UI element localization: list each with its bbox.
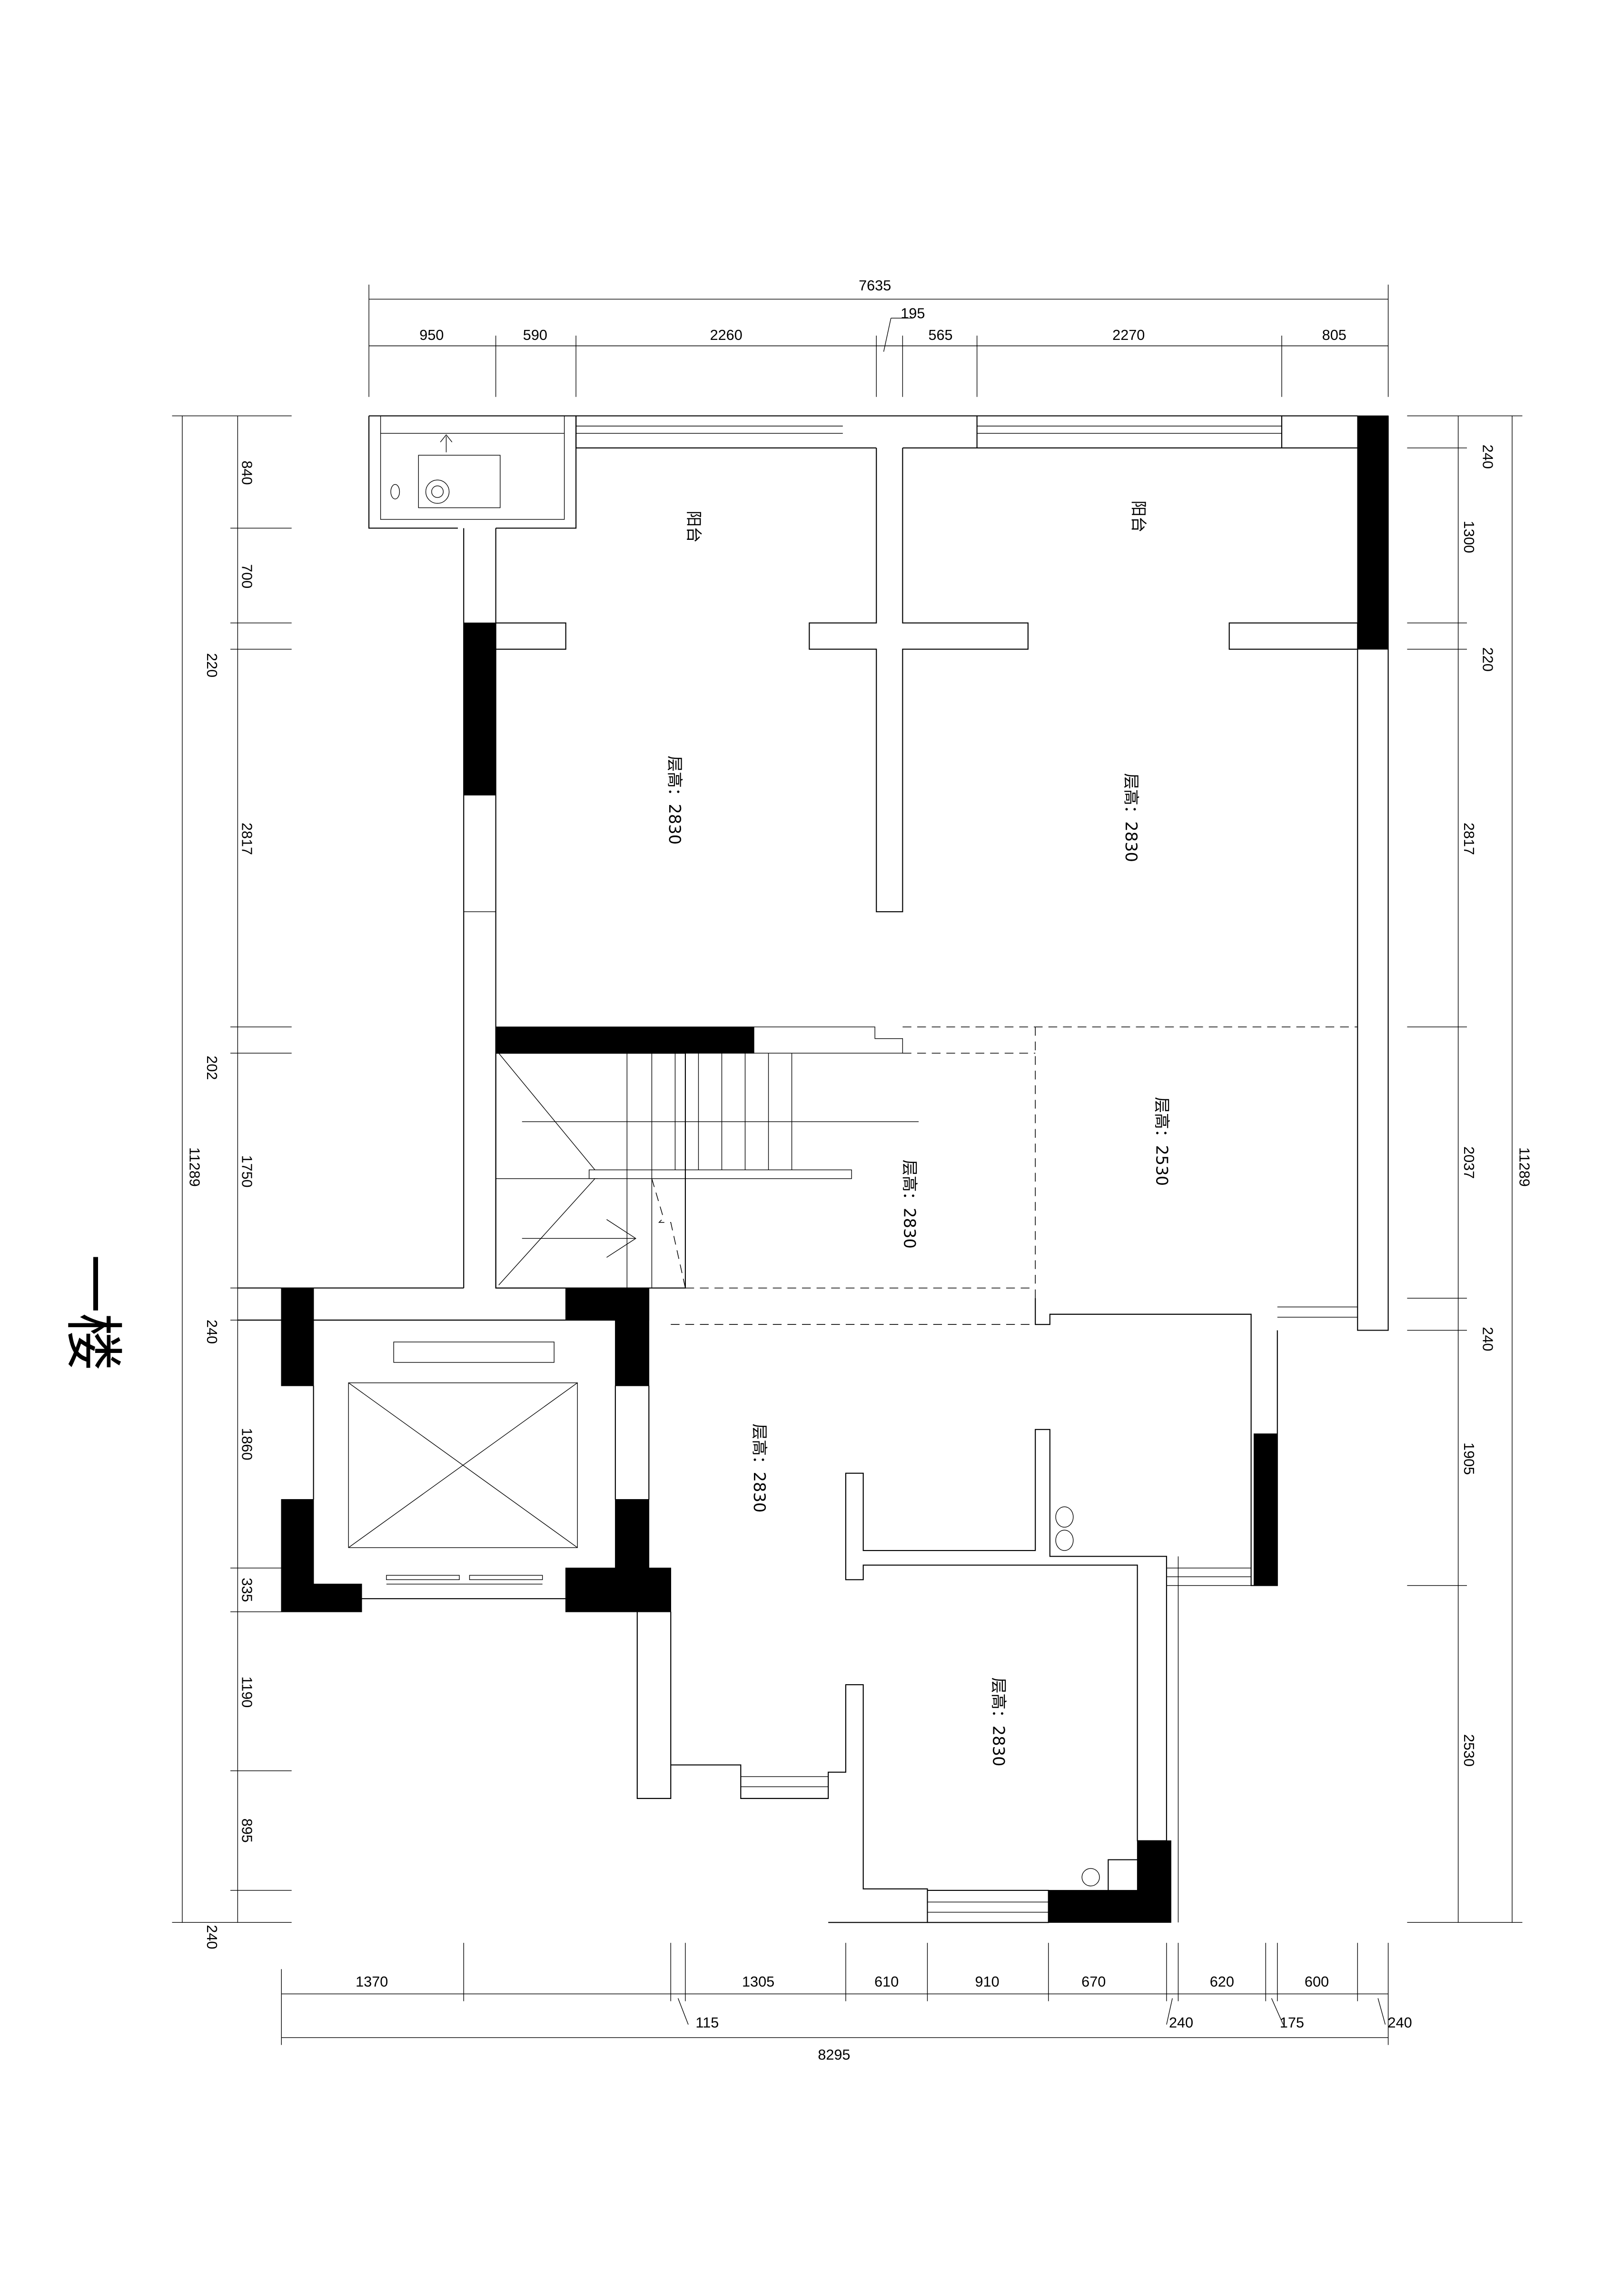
dim-right: 240 bbox=[1480, 1327, 1496, 1351]
dim-top: 950 bbox=[419, 327, 444, 343]
column bbox=[1357, 415, 1389, 650]
walls-lower bbox=[636, 1298, 1358, 1923]
floor-title: 一楼 bbox=[59, 1254, 127, 1371]
dim-top: 195 bbox=[901, 305, 925, 321]
dim-top: 805 bbox=[1322, 327, 1347, 343]
dim-right: 1905 bbox=[1461, 1442, 1477, 1475]
dim-right: 2530 bbox=[1461, 1734, 1477, 1767]
room-height-bottom: 层高：2830 bbox=[989, 1678, 1008, 1767]
room-height-living: 层高：2830 bbox=[750, 1424, 769, 1513]
dim-left: 220 bbox=[204, 653, 220, 677]
dim-bottom-total: 8295 bbox=[818, 2047, 850, 2063]
bottom-dimensions: 1370 115 1305 610 910 670 240 620 175 60… bbox=[281, 1943, 1412, 2063]
dim-left: 1860 bbox=[239, 1428, 255, 1460]
dim-right: 220 bbox=[1480, 647, 1496, 672]
dim-bottom: 1370 bbox=[356, 1974, 388, 1990]
room-label-balcony-left: 阳台 bbox=[684, 511, 703, 543]
dim-left: 1190 bbox=[239, 1676, 255, 1708]
elevator-shaft bbox=[238, 1287, 672, 1612]
dim-bottom: 240 bbox=[1388, 2015, 1412, 2031]
room-height-top-left: 层高：2830 bbox=[665, 755, 684, 845]
walls-upper bbox=[368, 415, 1389, 1331]
dim-left: 2817 bbox=[239, 823, 255, 855]
dim-left: 840 bbox=[239, 460, 255, 485]
dim-bottom: 620 bbox=[1210, 1974, 1234, 1990]
dim-right: 2037 bbox=[1461, 1146, 1477, 1179]
dim-top: 2260 bbox=[710, 327, 743, 343]
room-height-top-right: 层高：2830 bbox=[1122, 773, 1140, 862]
room-label-balcony-right: 阳台 bbox=[1129, 500, 1148, 532]
dim-bottom: 1305 bbox=[742, 1974, 774, 1990]
dim-top: 2270 bbox=[1112, 327, 1145, 343]
dim-left: 240 bbox=[204, 1320, 220, 1344]
dim-bottom: 240 bbox=[1169, 2015, 1193, 2031]
dim-left: 1750 bbox=[239, 1155, 255, 1187]
dim-left: 335 bbox=[239, 1578, 255, 1602]
dim-left: 700 bbox=[239, 564, 255, 588]
dim-right-total: 11289 bbox=[1516, 1147, 1532, 1187]
left-dimensions: 11289 840 700 220 2817 202 1750 240 1860… bbox=[172, 415, 292, 1949]
dim-left: 240 bbox=[204, 1925, 220, 1949]
appliance bbox=[390, 434, 501, 508]
dim-right: 2817 bbox=[1461, 823, 1477, 855]
room-height-stair: 层高：2830 bbox=[900, 1160, 919, 1249]
dim-bottom: 175 bbox=[1280, 2015, 1304, 2031]
dim-left: 895 bbox=[239, 1819, 255, 1843]
dim-bottom: 610 bbox=[874, 1974, 899, 1990]
dim-bottom: 910 bbox=[975, 1974, 1000, 1990]
dim-bottom: 600 bbox=[1305, 1974, 1329, 1990]
staircase bbox=[495, 1026, 1358, 1325]
dim-top-total: 7635 bbox=[859, 278, 891, 294]
dim-bottom: 115 bbox=[695, 2015, 719, 2031]
dim-left-total: 11289 bbox=[186, 1147, 202, 1187]
column bbox=[463, 622, 496, 795]
top-dimensions: 7635 950 590 2260 195 565 2270 805 bbox=[368, 278, 1389, 397]
dim-right: 1300 bbox=[1461, 521, 1477, 553]
dim-top: 565 bbox=[928, 327, 952, 343]
dim-bottom: 670 bbox=[1081, 1974, 1106, 1990]
right-dimensions: 11289 240 1300 220 2817 2037 240 1905 25… bbox=[1407, 415, 1532, 1923]
dim-top: 590 bbox=[523, 327, 547, 343]
dim-left: 202 bbox=[204, 1055, 220, 1080]
dim-right: 240 bbox=[1480, 445, 1496, 469]
room-height-mid-right: 层高：2530 bbox=[1152, 1097, 1171, 1186]
